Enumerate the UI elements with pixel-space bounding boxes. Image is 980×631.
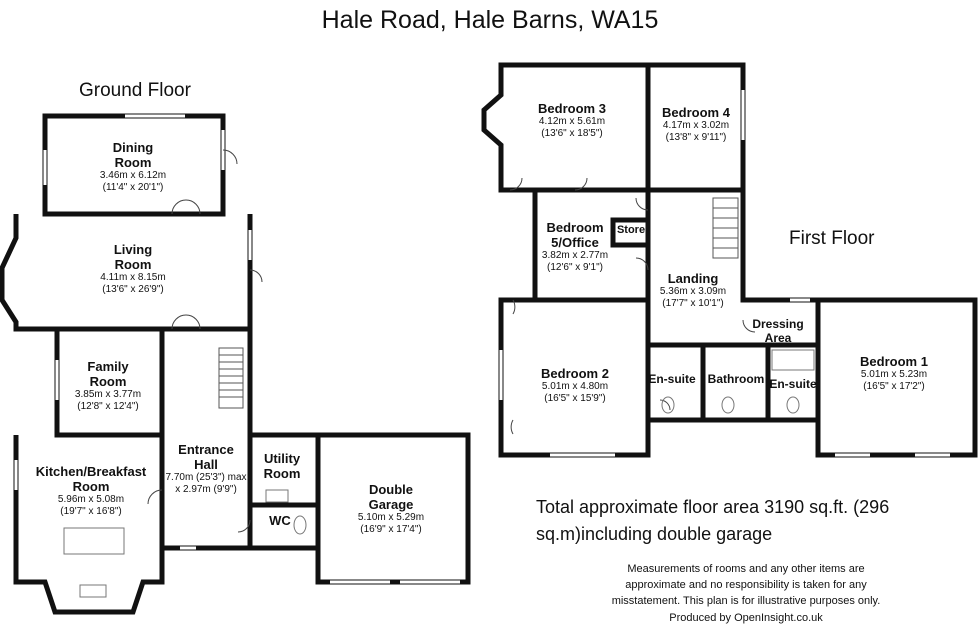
room-bedroom-4: Bedroom 4 4.17m x 3.02m (13'8" x 9'11") [662,105,730,144]
room-name-line2: Room [263,466,301,481]
room-bedroom-2: Bedroom 2 5.01m x 4.80m (16'5" x 15'9") [541,366,609,405]
room-dimension-imperial: (12'6" x 9'1") [547,262,603,273]
credit: Produced by OpenInsight.co.uk [669,612,823,624]
room-entrance-hall: Entrance Hall 7.70m (25'3") max x 2.97m … [165,442,246,496]
bedroom-2-walls [498,297,651,458]
bath [771,349,815,371]
living-room-walls [0,214,253,332]
room-dressing-area: Dressing Area [752,317,803,345]
room-dining: Dining Room 3.46m x 6.12m (11'4" x 20'1"… [100,140,166,194]
doors [147,149,756,533]
garage-walls [315,432,471,585]
room-dimension-imperial: (16'5" x 15'9") [544,393,606,404]
page-title: Hale Road, Hale Barns, WA15 [321,6,659,34]
ground-floor-walls [0,113,471,615]
room-dimension-imperial: (13'6" x 18'5") [541,128,603,139]
room-name-line2: Room [114,257,152,272]
room-dimension-metric: 4.11m x 8.15m [100,272,166,283]
room-bedroom-5-office: Bedroom 5/Office 3.82m x 2.77m (12'6" x … [542,220,608,274]
fixtures [63,349,815,598]
room-name-line2: 5/Office [551,235,599,250]
room-name: Dressing [752,317,804,331]
room-bedroom-3: Bedroom 3 4.12m x 5.61m (13'6" x 18'5") [538,101,606,140]
room-dimension-imperial: (11'4" x 20'1") [102,182,164,193]
staircases [218,197,739,409]
kitchen-sink [79,584,107,598]
total-floor-area: Total approximate floor area 3190 sq.ft.… [536,497,890,544]
room-dimension-metric: 7.70m (25'3") max [165,472,247,483]
room-name: Kitchen/Breakfast [35,464,147,479]
room-name: Entrance [178,442,234,457]
room-name-line2: Room [72,479,110,494]
room-name: Bedroom 4 [662,105,730,120]
bedroom-1-walls [815,297,978,458]
room-ensuite-bedroom-2: En-suite [648,372,695,387]
room-dimension-metric: 4.12m x 5.61m [538,116,606,127]
room-garage: Double Garage 5.10m x 5.29m (16'9" x 17'… [358,482,424,536]
room-name: WC [269,513,291,528]
store-walls [610,217,651,248]
room-name-line2: Hall [194,457,218,472]
first-floor-walls [481,62,978,458]
room-dimension-metric: 5.01m x 4.80m [541,381,609,392]
wc-toilet [293,515,307,535]
room-dimension-imperial: (12'8" x 12'4") [77,401,139,412]
room-dimension-metric: 4.17m x 3.02m [662,120,730,131]
room-ensuite-bedroom-1: En-suite [769,377,816,392]
room-name-line2: Room [89,374,127,389]
room-bedroom-1: Bedroom 1 5.01m x 5.23m (16'5" x 17'2") [860,354,928,393]
room-name-line2: Garage [368,497,414,512]
room-name: En-suite [648,372,696,386]
room-name: Utility [263,451,301,466]
room-dimension-metric: 5.36m x 3.09m [659,286,727,297]
room-wc: WC [269,513,291,528]
room-dimension-imperial: (16'9" x 17'4") [360,524,422,535]
room-store: Store [617,223,645,238]
first-floor-label: First Floor [789,228,875,249]
kitchen-walls [13,435,165,615]
bedroom-3-walls [481,62,651,193]
room-name: Family [87,359,129,374]
room-dimension-imperial: (13'8" x 9'11") [665,132,727,143]
ground-floor-label: Ground Floor [79,80,191,101]
room-dimension-imperial: (19'7" x 16'8") [60,506,122,517]
room-name: Dining [112,140,154,155]
room-family: Family Room 3.85m x 3.77m (12'8" x 12'4"… [75,359,141,413]
room-dimension-imperial: (16'5" x 17'2") [863,381,925,392]
room-dimension-metric: 3.85m x 3.77m [74,389,142,400]
room-landing: Landing 5.36m x 3.09m (17'7" x 10'1") [660,271,726,310]
utility-sink [265,489,289,503]
room-dimension-metric: 5.01m x 5.23m [860,369,928,380]
room-name-line2: Room [114,155,152,170]
room-name: En-suite [769,377,817,391]
room-dimension-imperial: (13'6" x 26'9") [102,284,164,295]
room-name: Living [113,242,153,257]
room-name: Bathroom [707,372,765,386]
windows [14,90,950,584]
room-name: Bedroom 2 [541,366,609,381]
room-utility: Utility Room [264,451,301,481]
room-bathroom: Bathroom [708,372,765,387]
room-name-line2: Area [764,331,792,345]
room-dimension-metric: 5.96m x 5.08m [57,494,125,505]
room-name: Double [368,482,414,497]
room-name: Bedroom 3 [538,101,606,116]
room-living: Living Room 4.11m x 8.15m (13'6" x 26'9"… [100,242,165,296]
room-dimension-metric: 3.82m x 2.77m [541,250,609,261]
room-dimension-metric: 5.10m x 5.29m [357,512,425,523]
room-name: Store [616,224,646,236]
room-dimension-metric: 3.46m x 6.12m [99,170,167,181]
disclaimer: Measurements of rooms and any other item… [611,563,881,607]
room-name: Bedroom [546,220,604,235]
room-dimension-imperial: (17'7" x 10'1") [662,298,724,309]
kitchen-island [63,527,125,555]
room-dimension-imperial: x 2.97m (9'9") [175,484,237,495]
room-kitchen: Kitchen/Breakfast Room 5.96m x 5.08m (19… [36,464,147,518]
room-name: Landing [667,271,719,286]
room-name: Bedroom 1 [860,354,928,369]
